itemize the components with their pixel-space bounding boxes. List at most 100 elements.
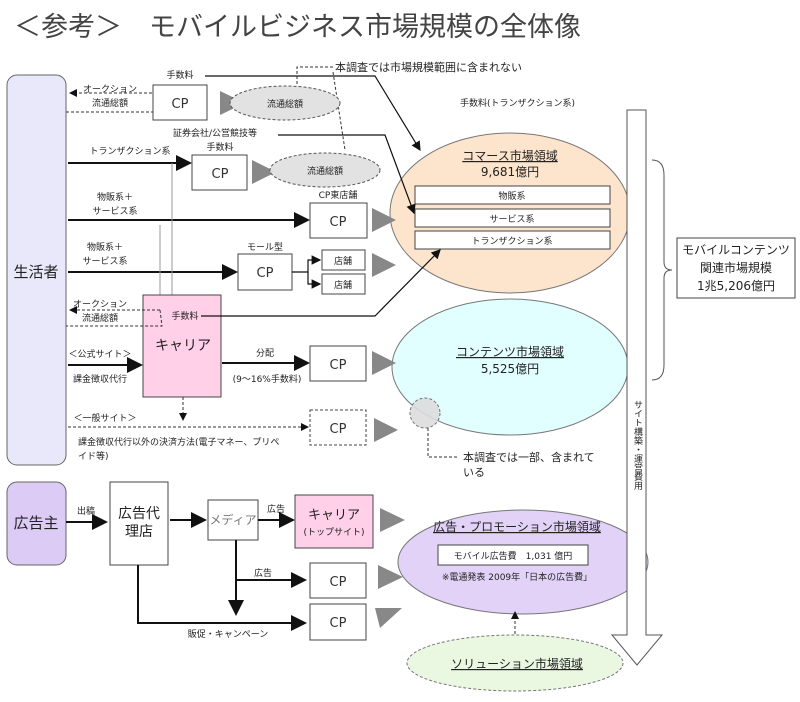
carrier-label: キャリア <box>155 338 211 354</box>
cp-box <box>309 603 367 641</box>
contents-value: 5,525億円 <box>481 362 539 376</box>
gross-label: 流通総額 <box>92 97 128 109</box>
ad-title: 広告・プロモーション市場領域 <box>433 519 601 534</box>
store-label: 店舗 <box>334 279 352 291</box>
auction-label: オークション <box>83 84 137 95</box>
page-title: ＜参考＞ モバイルビジネス市場規模の全体像 <box>14 12 581 43</box>
cp-label: CP <box>257 266 274 281</box>
cp-box <box>309 409 367 446</box>
triangle-icon <box>372 351 396 375</box>
fee-arrow <box>205 75 421 152</box>
agency-box <box>109 481 169 566</box>
carrier-top-label: キャリア <box>308 508 360 523</box>
carrier-top-box <box>294 494 374 549</box>
other-payment-label: イド等) <box>78 450 109 462</box>
cp-label: CP <box>330 215 347 230</box>
fee-label: 手数料 <box>166 69 193 81</box>
consumer-label: 生活者 <box>13 263 58 281</box>
note-leader <box>296 66 333 85</box>
store-arrow <box>292 255 322 273</box>
partial-leader <box>427 428 458 458</box>
cp-store-label: CP東店舗 <box>319 189 358 201</box>
gross-ellipse <box>269 152 381 188</box>
triangle-icon <box>374 418 398 442</box>
triangle-icon <box>378 565 403 589</box>
total-label: 関連市場規模 <box>700 260 772 275</box>
placement-label: 出稿 <box>77 505 95 517</box>
total-label: モバイルコンテンツ <box>682 243 790 257</box>
partial-note: 本調査では一部、含まれて <box>463 450 595 464</box>
advertiser-box <box>6 481 67 566</box>
commerce-item: トランザクション系 <box>471 236 552 247</box>
billing-label: 課金徴収代行 <box>73 373 127 385</box>
service-label: サービス系 <box>82 256 127 267</box>
partial-circle <box>409 397 441 429</box>
not-included-note: 本調査では市場規模範囲に含まれない <box>335 60 522 74</box>
promo-label: 販促・キャンペーン <box>188 628 269 640</box>
securities-arrow <box>278 134 416 215</box>
other-payment-label: 課金徴収代行以外の決済方法(電子マネー、プリペ <box>78 436 279 448</box>
carrier-fee-arrow <box>201 249 441 317</box>
gross-ellipse <box>229 85 341 121</box>
total-box <box>676 237 796 299</box>
media-box <box>207 499 259 541</box>
agency-label: 広告代 <box>118 506 160 522</box>
cp-box <box>191 154 248 191</box>
note-leader <box>332 71 346 151</box>
fee-label: 手数料 <box>171 310 198 322</box>
auction-frame <box>66 309 163 327</box>
ad-value-box <box>437 544 589 566</box>
store-label: 店舗 <box>334 255 352 267</box>
ad-value: モバイル広告費 1,031 億円 <box>454 550 573 562</box>
commerce-item-box <box>414 230 611 250</box>
goods-label: 物販系＋ <box>87 241 123 253</box>
cp-label: CP <box>330 616 347 631</box>
brace-icon <box>651 159 673 381</box>
commerce-item: 物販系 <box>498 190 525 202</box>
store-box <box>321 249 366 271</box>
agency-label: 理店 <box>125 524 153 540</box>
gross-label: 流通総額 <box>267 98 303 110</box>
cp-box <box>152 84 208 121</box>
consumer-box <box>6 74 67 466</box>
cp-label: CP <box>212 167 229 182</box>
distribution-rate: (9〜16%手数料) <box>233 373 302 385</box>
fee-transaction-label: 手数料(トランザクション系) <box>460 97 575 109</box>
carrier-box <box>142 294 222 398</box>
service-label: サービス系 <box>92 206 137 217</box>
commerce-title: コマース市場領域 <box>462 148 557 163</box>
commerce-value: 9,681億円 <box>481 165 539 179</box>
partial-note: いる <box>463 466 485 479</box>
solution-title: ソリューション市場領域 <box>451 656 583 671</box>
triangle-icon <box>375 608 402 628</box>
distribution-label: 分配 <box>256 348 274 359</box>
carrier-top-label: (トップサイト) <box>303 527 364 538</box>
ad-note: ※電通発表 2009年「日本の広告費」 <box>442 571 592 583</box>
triangle-icon <box>372 208 396 232</box>
solution-market-ellipse <box>406 634 624 692</box>
fee-label: 手数料 <box>206 141 233 153</box>
cp-label: CP <box>330 358 347 373</box>
transaction-label: トランザクション系 <box>89 146 170 157</box>
commerce-item-box <box>414 208 611 228</box>
cp-label: CP <box>330 575 347 590</box>
commerce-item-box <box>414 185 611 205</box>
mall-label: モール型 <box>247 242 283 253</box>
goods-label: 物販系＋ <box>97 191 133 203</box>
contents-title: コンテンツ市場領域 <box>456 344 564 359</box>
store-box <box>321 273 366 295</box>
advertiser-label: 広告主 <box>13 514 58 532</box>
commerce-item: サービス系 <box>489 214 534 225</box>
site-cost-label: サイト構築・運営費用 <box>632 400 643 491</box>
triangle-icon <box>252 160 276 184</box>
ad-label: 広告 <box>267 503 285 515</box>
gross-label: 流通総額 <box>82 312 118 324</box>
cp-box <box>309 562 367 599</box>
triangle-icon <box>372 253 396 277</box>
auction-label: オークション <box>73 299 127 310</box>
official-site-label: ＜公式サイト＞ <box>68 348 131 360</box>
cp-label: CP <box>172 97 189 112</box>
cp-box <box>309 345 367 382</box>
triangle-icon <box>380 508 405 532</box>
